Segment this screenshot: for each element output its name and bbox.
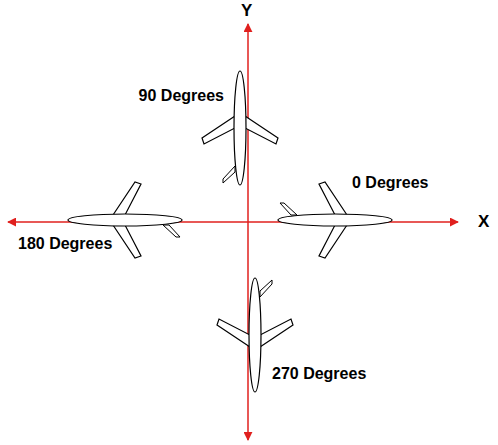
y-axis [247, 24, 249, 440]
angle-label: 0 Degrees [352, 173, 429, 192]
airplane-0 [278, 182, 392, 258]
angle-label: 180 Degrees [18, 234, 112, 253]
angle-label: 270 Degrees [272, 364, 366, 383]
axis-label: Y [241, 1, 252, 21]
axis-label: X [478, 212, 489, 232]
angle-label: 90 Degrees [139, 86, 224, 105]
